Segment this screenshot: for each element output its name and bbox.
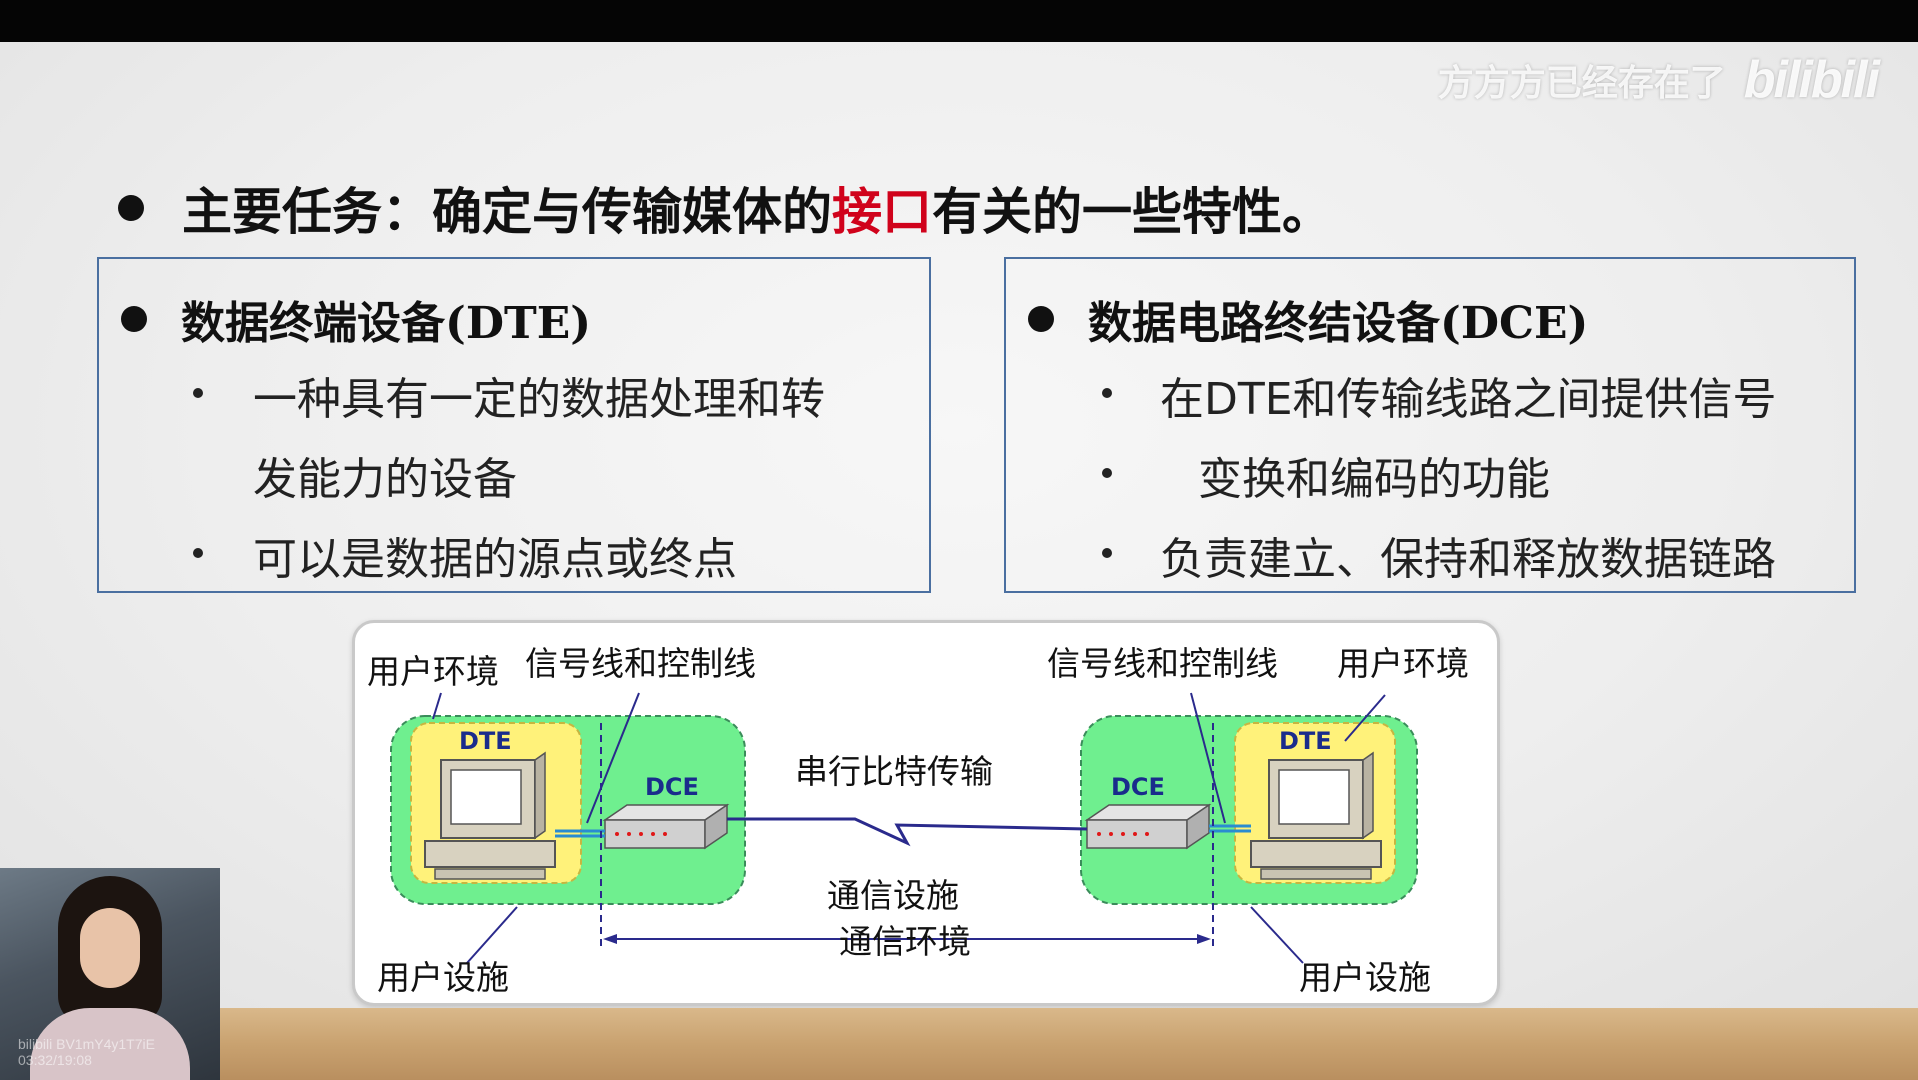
main-task-heading: 主要任务：确定与传输媒体的 接口 有关的一些特性。	[118, 172, 1332, 244]
dce-left-label: DCE	[645, 773, 699, 801]
floor-background	[0, 1008, 1918, 1080]
serial-label: 串行比特传输	[795, 752, 993, 791]
signal-right-label: 信号线和控制线	[1047, 644, 1278, 683]
bullet-icon	[1102, 468, 1112, 478]
modem-icon	[1084, 803, 1212, 850]
computer-icon	[424, 751, 556, 880]
dte-item-2: 可以是数据的源点或终点	[253, 534, 737, 585]
dte-title-text: 数据终端设备(DTE)	[181, 298, 592, 349]
bullet-icon	[1028, 306, 1054, 332]
top-bar	[0, 0, 1918, 42]
watermark: 方方方已经存在了 bilibili	[1437, 50, 1880, 110]
dte-right-label: DTE	[1279, 727, 1332, 755]
dce-item-3: 负责建立、保持和释放数据链路	[1160, 534, 1776, 585]
user-facility-left-label: 用户设施	[377, 958, 509, 997]
dte-dce-diagram: 用户环境 信号线和控制线 信号线和控制线 用户环境 串行比特传输 通信设施 通信…	[352, 620, 1500, 1006]
comm-env-label: 通信环境	[839, 922, 971, 961]
bullet-icon	[1102, 388, 1112, 398]
webcam-video: bilibili BV1mY4y1T7iE 03:32/19:08	[0, 868, 220, 1080]
serial-transmission-line	[727, 817, 1088, 847]
dte-title: 数据终端设备(DTE)	[121, 287, 591, 351]
signal-left-label: 信号线和控制线	[525, 644, 756, 683]
bullet-icon	[1102, 548, 1112, 558]
bullet-icon	[193, 548, 203, 558]
comm-facility-label: 通信设施	[827, 876, 959, 915]
dte-box: 数据终端设备(DTE) 一种具有一定的数据处理和转 发能力的设备 可以是数据的源…	[97, 257, 931, 593]
presenter-shirt	[30, 1008, 190, 1080]
bullet-icon	[121, 306, 147, 332]
main-task-prefix: 主要任务：确定与传输媒体的	[182, 183, 832, 241]
dce-title: 数据电路终结设备(DCE)	[1028, 287, 1588, 351]
user-facility-right-label: 用户设施	[1299, 958, 1431, 997]
diagram-svg: 用户环境 信号线和控制线 信号线和控制线 用户环境 串行比特传输 通信设施 通信…	[367, 644, 1469, 997]
dte-item-1-line1: 一种具有一定的数据处理和转	[253, 374, 825, 425]
dce-item-1: 在DTE和传输线路之间提供信号	[1160, 374, 1777, 425]
main-task-suffix: 有关的一些特性。	[932, 183, 1332, 241]
modem-icon	[602, 803, 730, 850]
user-env-left-label: 用户环境	[367, 652, 499, 691]
bilibili-logo-icon: bilibili	[1743, 51, 1880, 109]
dce-right-label: DCE	[1111, 773, 1165, 801]
dte-left-label: DTE	[459, 727, 512, 755]
dte-item-1-line2: 发能力的设备	[253, 454, 517, 505]
presenter-face	[80, 908, 140, 988]
dce-box: 数据电路终结设备(DCE) 在DTE和传输线路之间提供信号 变换和编码的功能 负…	[1004, 257, 1856, 593]
user-env-right-label: 用户环境	[1337, 644, 1469, 683]
dce-title-text: 数据电路终结设备(DCE)	[1088, 298, 1589, 349]
watermark-user: 方方方已经存在了	[1437, 62, 1726, 103]
bullet-icon	[193, 388, 203, 398]
bullet-icon	[118, 195, 144, 221]
dce-item-2: 变换和编码的功能	[1198, 454, 1550, 505]
webcam-caption: bilibili BV1mY4y1T7iE 03:32/19:08	[18, 1036, 155, 1068]
main-task-highlight: 接口	[832, 183, 932, 241]
computer-icon	[1250, 751, 1382, 880]
